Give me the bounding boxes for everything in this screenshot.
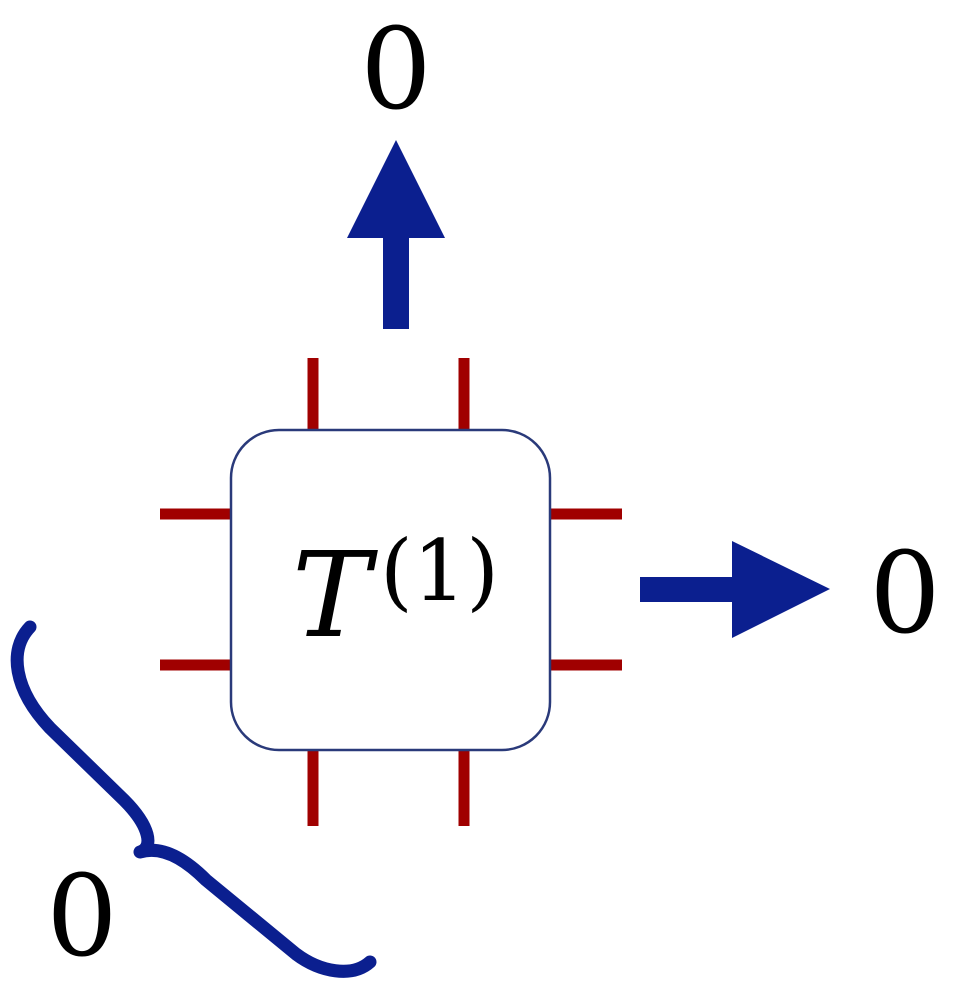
tensor-label: T (1) [292,522,499,664]
right-arrow-icon [640,541,830,638]
right-arrow-label: 0 [869,529,940,659]
tensor-superscript: (1) [380,522,499,620]
up-arrow-label: 0 [360,5,431,135]
brace-label: 0 [46,852,117,982]
curly-brace-icon [10,620,377,978]
up-arrow-icon [347,140,445,329]
tensor-box [229,428,552,752]
tensor-legs [160,358,622,826]
tensor-symbol: T [292,526,378,664]
